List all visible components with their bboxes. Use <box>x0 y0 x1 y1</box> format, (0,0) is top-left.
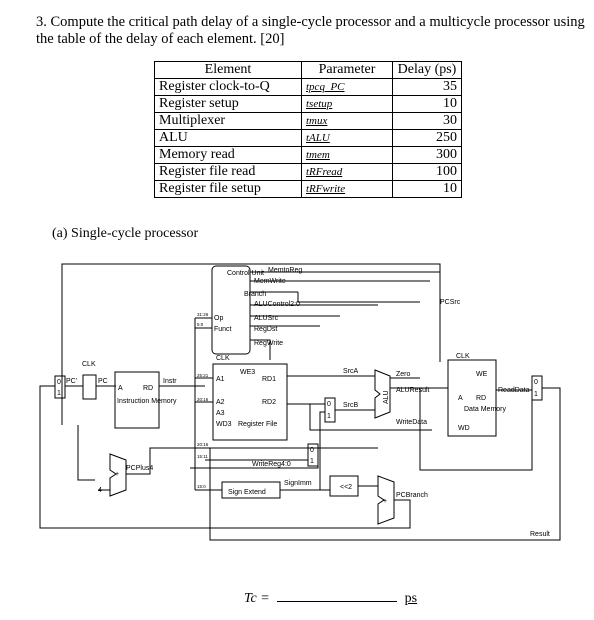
mux-input-1: 1 <box>327 413 331 420</box>
rd2-label: RD2 <box>262 399 276 406</box>
delay-table: Element Parameter Delay (ps) Register cl… <box>154 61 462 198</box>
alu-label: ALU <box>383 390 390 404</box>
bits-label: 5:0 <box>197 322 204 327</box>
table-row: Register setup tsetup 10 <box>154 95 462 113</box>
adder-plus: + <box>383 498 387 505</box>
regwrite-label: RegWrite <box>254 340 283 347</box>
mux-input-0: 0 <box>534 379 538 386</box>
adder-plus: + <box>115 471 119 478</box>
table-row: Register file setup tRFwrite 10 <box>154 180 462 198</box>
branch-label: Branch <box>244 291 266 298</box>
a1-label: A1 <box>216 376 225 383</box>
part-a-label: (a) Single-cycle processor <box>52 226 199 241</box>
a3-label: A3 <box>216 410 225 417</box>
imem-name: Instruction Memory <box>117 398 177 405</box>
sign-extend-label: Sign Extend <box>228 489 266 496</box>
pcplus4-label: PCPlus4 <box>126 465 153 472</box>
clk-label: CLK <box>456 353 470 360</box>
dmem-a-label: A <box>458 395 463 402</box>
pcsrc-label: PCSrc <box>440 299 461 306</box>
imem-rd-label: RD <box>143 385 153 392</box>
alusrc-label: ALUSrc <box>254 315 279 322</box>
clk-label: CLK <box>82 361 96 368</box>
rd1-label: RD1 <box>262 376 276 383</box>
control-unit-label: Control Unit <box>227 270 264 277</box>
parameter-cell: tmem <box>301 146 393 164</box>
mux-input-0: 0 <box>327 401 331 408</box>
clk-label: CLK <box>216 355 230 362</box>
a2-label: A2 <box>216 399 225 406</box>
mux-input-1: 1 <box>534 391 538 398</box>
memwrite-label: MemWrite <box>254 278 286 285</box>
regdst-label: RegDst <box>254 326 277 333</box>
four-label: 4 <box>98 487 102 494</box>
alucontrol-label: ALUControl2:0 <box>254 301 300 308</box>
dmem-wd-label: WD <box>458 425 470 432</box>
writereg-label: WriteReg4:0 <box>252 461 291 468</box>
question-text: 3. Compute the critical path delay of a … <box>36 14 585 47</box>
srcb-label: SrcB <box>343 402 359 409</box>
aluresult-label: ALUResult <box>396 387 430 394</box>
bits-label: 25:21 <box>197 373 209 378</box>
dmem-rd-label: RD <box>476 395 486 402</box>
mux-input-1: 1 <box>310 458 314 465</box>
delay-cell: 10 <box>392 180 462 198</box>
pc-label: PC <box>98 378 108 385</box>
writedata-label: WriteData <box>396 419 427 426</box>
element-cell: Memory read <box>154 146 302 164</box>
pc-prime-label: PC' <box>66 378 77 385</box>
mux-input-1: 1 <box>57 390 61 397</box>
funct-label: Funct <box>214 326 232 333</box>
element-cell: Register file setup <box>154 180 302 198</box>
answer-line: Tc = ps <box>244 589 417 607</box>
readdata-label: ReadData <box>498 387 530 394</box>
imem-a-label: A <box>118 385 123 392</box>
regfile-name: Register File <box>238 421 277 428</box>
bits-label: 31:26 <box>197 312 209 317</box>
result-label: Result <box>530 531 550 538</box>
srca-label: SrcA <box>343 368 359 375</box>
op-label: Op <box>214 315 223 322</box>
bits-label: 20:16 <box>197 442 209 447</box>
answer-blank[interactable] <box>277 589 398 602</box>
signimm-label: SignImm <box>284 480 312 487</box>
instr-label: Instr <box>163 378 177 385</box>
zero-label: Zero <box>396 371 411 378</box>
table-row: Register file read tRFread 100 <box>154 163 462 181</box>
bits-label: 20:16 <box>197 397 209 402</box>
table-row: Multiplexer tmux 30 <box>154 112 462 130</box>
pcbranch-label: PCBranch <box>396 492 428 499</box>
dmem-we-label: WE <box>476 371 488 378</box>
delay-cell: 250 <box>392 129 462 147</box>
shift-label: <<2 <box>340 484 352 491</box>
we3-label: WE3 <box>240 369 255 376</box>
bits-label: 15:11 <box>197 454 208 459</box>
delay-cell: 10 <box>392 95 462 113</box>
wd3-label: WD3 <box>216 421 232 428</box>
dmem-name: Data Memory <box>464 406 507 413</box>
answer-unit: ps <box>404 591 418 606</box>
mux-input-0: 0 <box>57 379 61 386</box>
tc-label: Tc = <box>244 591 270 606</box>
parameter-cell: tRFwrite <box>301 180 393 198</box>
memtoreg-label: MemtoReg <box>268 267 302 274</box>
bits-label: 15:0 <box>197 484 206 489</box>
header-parameter: Parameter <box>301 61 393 79</box>
mux-input-0: 0 <box>310 447 314 454</box>
